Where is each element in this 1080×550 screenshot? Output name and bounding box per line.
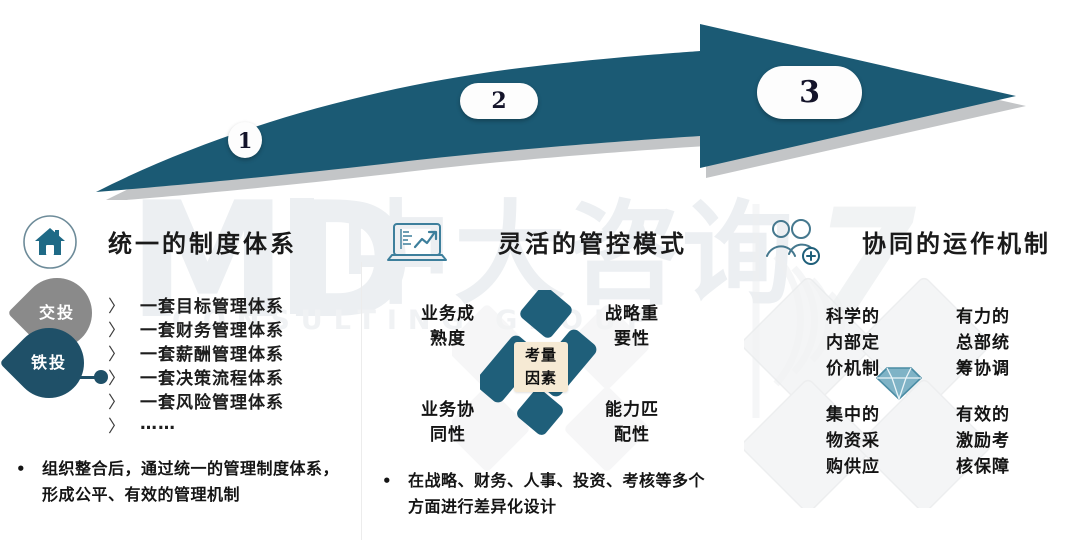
laptop-chart-icon (386, 220, 448, 270)
system-list: 〉 一套目标管理体系 〉 一套财务管理体系 〉 一套薪酬管理体系 〉 一套决策流… (108, 292, 284, 437)
list-item[interactable]: 〉 …… (108, 412, 284, 437)
add-users-icon (764, 218, 826, 270)
list-item-label: 一套薪酬管理体系 (140, 344, 284, 365)
process-step-badge-1[interactable]: 1 (228, 122, 262, 158)
column-1-note: • 组织整合后，通过统一的管理制度体系，形成公平、有效的管理机制 (16, 456, 346, 508)
quadrant-label-top-left: 科学的 内部定 价机制 (826, 307, 880, 379)
quadrant-label-bottom-right: 能力匹 配性 (605, 400, 659, 445)
column-flexible-control: 灵活的管控模式 考量 因素 业务成 熟度 战略重 要性 业务协 同性 能力匹 配… (362, 206, 740, 550)
column-2-note-text: 在战略、财务、人事、投资、考核等多个方面进行差异化设计 (408, 471, 706, 516)
quadrant-label-top-right: 有力的 总部统 筹协调 (956, 307, 1010, 379)
process-arrow-svg (96, 24, 1026, 202)
quadrant-label-bottom-left: 业务协 同性 (421, 400, 475, 445)
home-icon (22, 214, 78, 274)
list-item[interactable]: 〉 一套目标管理体系 (108, 292, 284, 317)
list-item[interactable]: 〉 一套风险管理体系 (108, 388, 284, 413)
column-1-title: 统一的制度体系 (108, 230, 297, 258)
column-1-header: 统一的制度体系 (10, 206, 362, 272)
column-2-note: • 在战略、财务、人事、投资、考核等多个方面进行差异化设计 (382, 468, 712, 520)
arrow-body (96, 24, 1016, 192)
chevron-right-icon: 〉 (108, 320, 125, 341)
list-item-label: 一套风险管理体系 (140, 392, 284, 413)
column-divider-1 (361, 262, 362, 540)
diamond-gem-icon (876, 364, 922, 406)
column-3-header: 协同的运作机制 (752, 206, 1080, 272)
column-1-note-text: 组织整合后，通过统一的管理制度体系，形成公平、有效的管理机制 (42, 459, 340, 504)
quadrant-label-top-left: 业务成 熟度 (421, 304, 475, 349)
chevron-right-icon: 〉 (108, 296, 125, 317)
pin-connector-dot (94, 370, 108, 384)
quadrant-label-bottom-left: 集中的 物资采 购供应 (826, 405, 880, 477)
center-factor-label: 考量 因素 (524, 346, 557, 387)
list-item-label: 一套财务管理体系 (140, 320, 284, 341)
watermark-logo-bar (290, 198, 314, 314)
chevron-right-icon: 〉 (108, 392, 125, 413)
content-columns: 统一的制度体系 交投 铁投 〉 一套目标管理体系 〉 (0, 206, 1080, 550)
pin-tietou-label: 铁投 (30, 353, 67, 372)
quadrant-label-bottom-right: 有效的 激励考 核保障 (956, 405, 1010, 477)
pin-jiaotou[interactable]: 交投 (7, 263, 107, 363)
list-item-label: …… (140, 414, 176, 434)
list-item[interactable]: 〉 一套决策流程体系 (108, 364, 284, 389)
chevron-right-icon: 〉 (108, 416, 125, 437)
bullet-icon: • (382, 472, 393, 490)
pin-connector-line (58, 376, 102, 379)
list-item-label: 一套目标管理体系 (140, 296, 284, 317)
pin-jiaotou-label: 交投 (38, 303, 75, 322)
pin-tietou[interactable]: 铁投 (0, 313, 99, 413)
list-item[interactable]: 〉 一套财务管理体系 (108, 316, 284, 341)
column-2-header: 灵活的管控模式 (378, 206, 740, 272)
process-step-badge-2[interactable]: 2 (460, 83, 538, 119)
chevron-right-icon: 〉 (108, 368, 125, 389)
quadrant-label-top-right: 战略重 要性 (605, 304, 659, 349)
column-collaborative-mechanism: 协同的运作机制 科学的 内部定 价机制 有力的 总部统 筹协调 集中的 物资采 … (740, 206, 1080, 550)
list-item-label: 一套决策流程体系 (140, 368, 284, 389)
column-unified-system: 统一的制度体系 交投 铁投 〉 一套目标管理体系 〉 (0, 206, 362, 550)
column-3-title: 协同的运作机制 (862, 230, 1051, 258)
process-arrow: 1 2 3 (0, 0, 1080, 202)
list-item[interactable]: 〉 一套薪酬管理体系 (108, 340, 284, 365)
chevron-right-icon: 〉 (108, 344, 125, 365)
bullet-icon: • (16, 460, 27, 478)
column-2-title: 灵活的管控模式 (498, 230, 687, 258)
process-step-badge-3[interactable]: 3 (757, 66, 862, 119)
watermark-diamond-grid-right (744, 277, 991, 508)
center-factor-box: 考量 因素 (514, 342, 568, 392)
